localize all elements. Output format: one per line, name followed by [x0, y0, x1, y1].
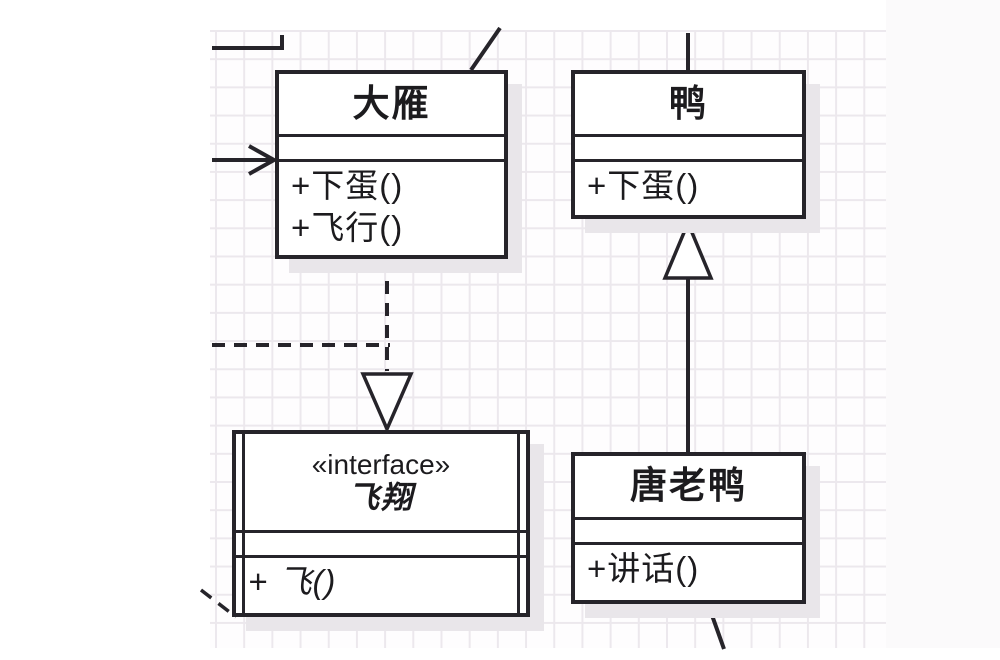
interface-side-line	[517, 434, 520, 613]
class-title: 唐老鸭	[575, 456, 802, 517]
association-arrow-left[interactable]	[212, 144, 279, 176]
interface-name-text: 飞翔	[348, 480, 414, 516]
method-item: + 飞()	[248, 563, 337, 600]
class-box-duck[interactable]: 鸭 +下蛋()	[571, 70, 806, 219]
methods-compartment: +下蛋()	[575, 162, 802, 215]
attributes-compartment	[575, 517, 802, 545]
method-item: +讲话()	[587, 550, 700, 587]
method-item: +飞行()	[291, 209, 404, 246]
open-arrowhead-icon	[248, 144, 279, 176]
attributes-compartment	[236, 530, 526, 558]
stereotype-text: «interface»	[311, 448, 451, 480]
class-title: 鸭	[575, 74, 802, 134]
class-box-donald-duck[interactable]: 唐老鸭 +讲话()	[571, 452, 806, 604]
methods-compartment: +下蛋() +飞行()	[279, 162, 504, 255]
class-name-text: 大雁	[352, 82, 431, 124]
methods-compartment: + 飞()	[236, 558, 526, 613]
interface-box-flying[interactable]: «interface» 飞翔 + 飞()	[232, 430, 530, 617]
attributes-compartment	[279, 134, 504, 162]
class-title: 大雁	[279, 74, 504, 134]
partial-connector-top-left[interactable]	[212, 35, 284, 50]
class-box-wild-goose[interactable]: 大雁 +下蛋() +飞行()	[275, 70, 508, 259]
canvas-right-margin	[886, 0, 1000, 648]
attributes-compartment	[575, 134, 802, 162]
method-item: +下蛋()	[291, 167, 404, 204]
class-name-text: 唐老鸭	[630, 465, 747, 507]
realization-connector[interactable]	[360, 259, 414, 434]
hollow-triangle-down-icon	[360, 372, 414, 434]
class-name-text: 鸭	[669, 82, 708, 124]
methods-compartment: +讲话()	[575, 545, 802, 600]
partial-connector-top-right-diagonal[interactable]	[469, 26, 502, 72]
interface-side-line	[242, 434, 245, 613]
generalization-connector[interactable]	[662, 218, 714, 452]
interface-title: «interface» 飞翔	[236, 434, 526, 530]
partial-connector-bottom-right[interactable]	[706, 603, 726, 650]
partial-dashed-connector-bottom-left[interactable]	[199, 588, 238, 619]
method-item: +下蛋()	[587, 167, 700, 204]
hollow-triangle-up-icon	[662, 218, 714, 280]
